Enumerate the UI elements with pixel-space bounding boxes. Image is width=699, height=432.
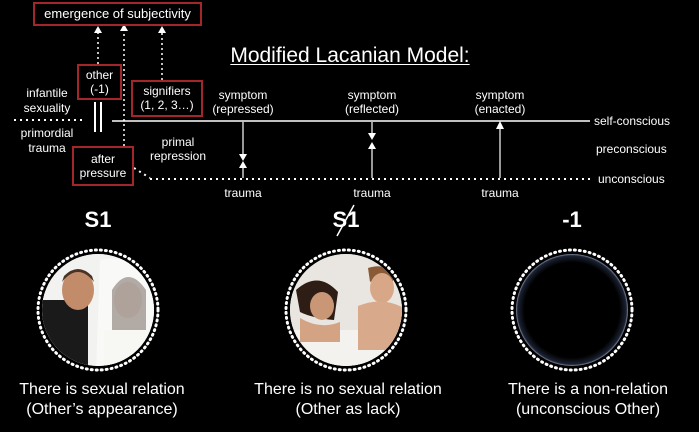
photo-wedding [36, 248, 160, 372]
other-box-line1: other [85, 68, 114, 82]
trauma-label-3: trauma [481, 186, 519, 200]
reflected-down-arrow [368, 133, 376, 140]
level-preconscious: preconscious [596, 142, 667, 156]
caption-2: There is no sexual relation (Other as la… [228, 380, 468, 420]
after-pressure-line1: after [90, 152, 115, 166]
symptom-repressed-line2: (repressed) [212, 102, 274, 116]
symptom-enacted-line2: (enacted) [474, 102, 526, 116]
caption-1: There is sexual relation (Other’s appear… [0, 380, 207, 420]
after-pressure-box: after pressure [72, 146, 134, 186]
photo-dark-circle [510, 248, 634, 372]
caption-3-line2: (unconscious Other) [515, 401, 661, 418]
emergence-of-subjectivity-box: emergence of subjectivity [33, 2, 202, 26]
trauma-label-2: trauma [353, 186, 391, 200]
primal-line1: primal [161, 135, 195, 149]
symptom-reflected-line2: (reflected) [344, 102, 400, 116]
caption-3-line1: There is a non-relation [507, 381, 669, 398]
s1-slash [336, 204, 355, 237]
caption-3: There is a non-relation (unconscious Oth… [482, 380, 694, 420]
signifiers-box-line1: signifiers [143, 84, 191, 98]
s-label-3: -1 [562, 207, 582, 232]
after-pressure-line2: pressure [79, 166, 127, 180]
trauma-left-label: trauma [28, 141, 66, 155]
caption-1-line1: There is sexual relation [19, 381, 185, 398]
caption-1-line2: (Other’s appearance) [26, 401, 178, 418]
s-label-2: S1 [332, 207, 360, 232]
symptom-enacted-label: symptom (enacted) [460, 88, 540, 116]
other-box: other (-1) [77, 64, 122, 100]
signifiers-box: signifiers (1, 2, 3…) [131, 80, 203, 117]
reflected-up-arrow [368, 142, 376, 149]
sexuality-label: sexuality [23, 101, 71, 115]
symptom-enacted-line1: symptom [475, 88, 525, 102]
enacted-up-arrow [496, 121, 504, 129]
other-box-line2: (-1) [90, 82, 109, 96]
symptom-reflected-label: symptom (reflected) [332, 88, 412, 116]
symptom-repressed-line1: symptom [218, 88, 268, 102]
repressed-up-arrow [239, 161, 247, 168]
symptom-repressed-label: symptom (repressed) [203, 88, 283, 116]
repressed-down-arrow [239, 154, 247, 161]
s-label-1: S1 [84, 207, 112, 232]
diagram-title: Modified Lacanian Model: [230, 44, 470, 67]
primal-line2: repression [149, 149, 207, 163]
signifiers-box-line2: (1, 2, 3…) [140, 98, 194, 112]
level-self-conscious: self-conscious [594, 114, 671, 128]
primal-repression-dots [133, 167, 151, 179]
infantile-label: infantile [26, 86, 68, 100]
photo-bed-couple [284, 248, 408, 372]
caption-2-line2: (Other as lack) [295, 401, 401, 418]
symptom-reflected-line1: symptom [347, 88, 397, 102]
caption-2-line1: There is no sexual relation [254, 381, 442, 398]
level-unconscious: unconscious [598, 172, 665, 186]
primordial-label: primordial [20, 126, 74, 140]
trauma-label-1: trauma [224, 186, 262, 200]
primal-repression-label: primal repression [146, 135, 210, 163]
